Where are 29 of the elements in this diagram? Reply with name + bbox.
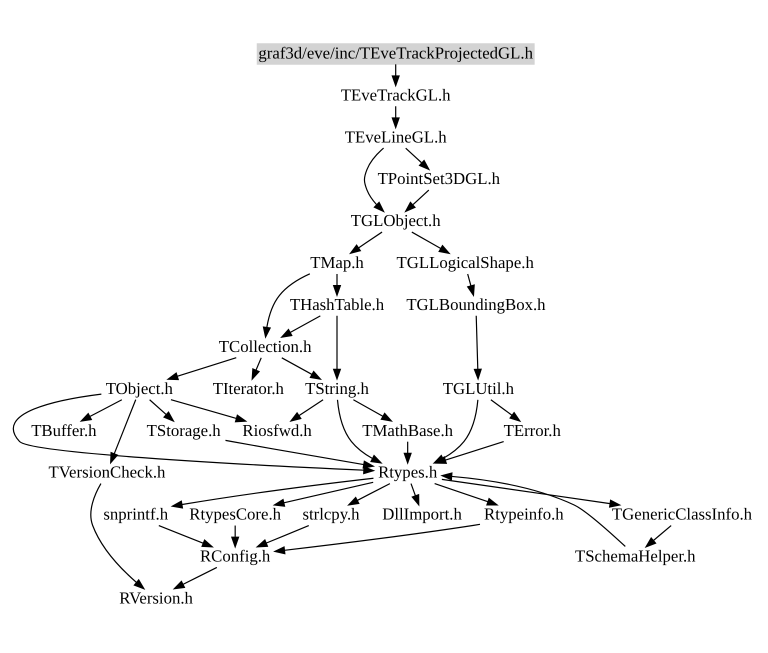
node-text: TGenericClassInfo.h — [612, 504, 752, 524]
node-text: TObject.h — [106, 378, 173, 398]
node-text: TGLObject.h — [350, 211, 441, 230]
node-text: Rtypes.h — [378, 462, 438, 482]
node-text: TSchemaHelper.h — [574, 546, 696, 566]
node-text: snprintf.h — [103, 504, 168, 524]
node-text: TGLUtil.h — [442, 378, 514, 398]
node-text: TGLBoundingBox.h — [406, 294, 546, 314]
node-text: RConfig.h — [200, 546, 270, 566]
node-text: TStorage.h — [146, 420, 221, 440]
node-text: TIterator.h — [212, 378, 284, 398]
node-text: TBuffer.h — [31, 420, 97, 440]
node-text: TEveTrackGL.h — [340, 85, 451, 104]
node-text: THashTable.h — [290, 294, 384, 314]
node-text: TCollection.h — [218, 336, 312, 356]
node-text: strlcpy.h — [302, 504, 360, 524]
node-text: DllImport.h — [382, 504, 462, 524]
node-text: TGLLogicalShape.h — [396, 253, 534, 272]
node-text: RVersion.h — [119, 588, 193, 608]
node-text: TVersionCheck.h — [48, 462, 166, 482]
node-text: Riosfwd.h — [242, 420, 312, 440]
node-text: RtypesCore.h — [189, 504, 282, 524]
node-text: TString.h — [305, 378, 369, 398]
node-text: TError.h — [504, 420, 561, 440]
node-text: TPointSet3DGL.h — [378, 169, 500, 188]
node-text: TMathBase.h — [362, 420, 454, 440]
node-text: Rtypeinfo.h — [484, 504, 564, 524]
node-text: TEveLineGL.h — [344, 127, 447, 146]
node-text: TMap.h — [310, 253, 364, 272]
